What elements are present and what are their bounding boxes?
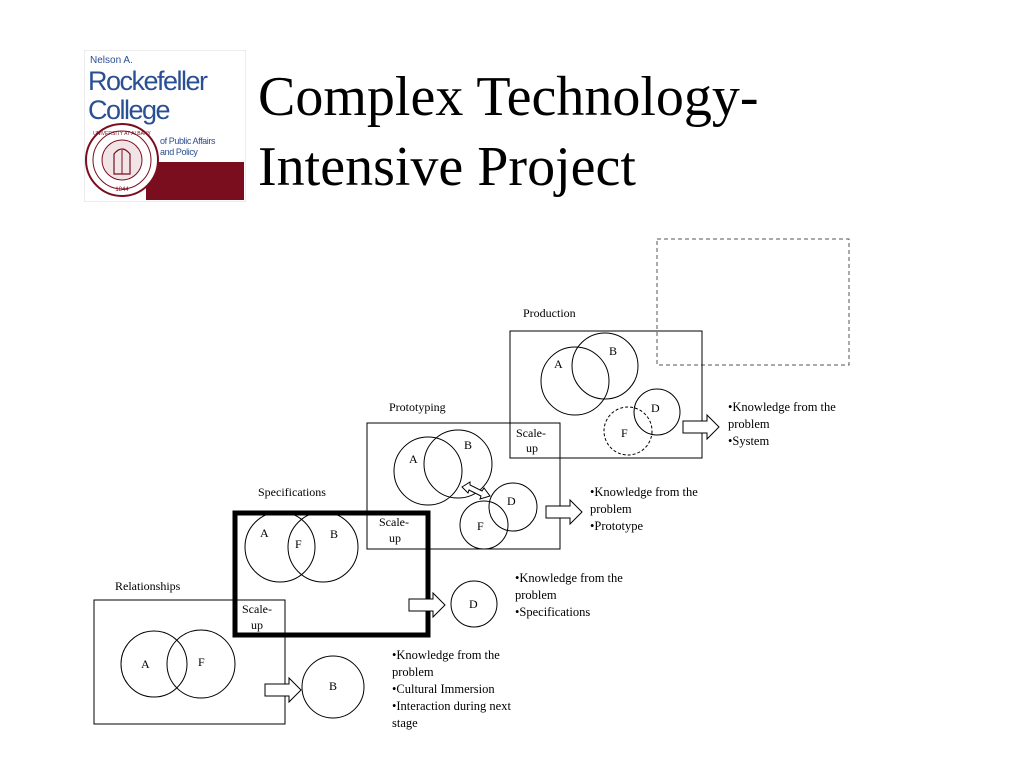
bullet-list-relationships: •Knowledge from the problem •Cultural Im…	[392, 648, 514, 730]
circle-b	[287, 511, 359, 583]
bullet-list-prototyping: •Knowledge from the problem •Prototype	[590, 485, 701, 533]
stage-box-production	[509, 330, 703, 459]
bullet-list-specifications: •Knowledge from the problem •Specificati…	[515, 571, 626, 619]
circle-d	[488, 482, 538, 532]
stage-label-prototyping: Prototyping	[389, 400, 446, 414]
circle-label-a: A	[554, 357, 563, 371]
future-stage-dashed-box	[656, 238, 850, 366]
circle-f-dashed	[603, 406, 653, 456]
circle-label-f: F	[198, 655, 205, 669]
circle-label-f: F	[295, 537, 302, 551]
logo-text-rockefeller: Rockefeller	[88, 66, 208, 96]
stage-relationships: Relationships A F B •Knowledge from the …	[93, 579, 514, 730]
seal-text: UNIVERSITY AT ALBANY	[93, 131, 151, 137]
scale-up-label-1: Scale-	[242, 602, 272, 616]
circle-label-b: B	[464, 438, 472, 452]
circle-label-d: D	[507, 494, 516, 508]
circle-label-d: D	[651, 401, 660, 415]
stage-label-relationships: Relationships	[115, 579, 181, 593]
stage-box-prototyping	[366, 422, 561, 550]
circle-f	[459, 500, 509, 550]
logo-text-policy: and Policy	[160, 147, 198, 157]
scale-up-label-1: Scale-	[516, 426, 546, 440]
seal-year: 1844	[115, 187, 129, 193]
output-circle-b	[301, 655, 365, 719]
scale-up-label-1: Scale-	[379, 515, 409, 529]
logo-text-public-affairs: of Public Affairs	[160, 136, 216, 146]
circle-label-a: A	[260, 526, 269, 540]
slide-title-line-1: Complex Technology-	[258, 66, 759, 128]
circle-f	[166, 629, 236, 699]
stage-label-specifications: Specifications	[258, 485, 326, 499]
circle-d	[633, 388, 681, 436]
scale-up-label-2: up	[526, 441, 538, 455]
circle-b	[571, 332, 639, 400]
university-seal-icon: UNIVERSITY AT ALBANY 1844	[85, 123, 159, 197]
circle-a	[120, 630, 188, 698]
circle-a	[393, 436, 463, 506]
slide-title-line-2: Intensive Project	[258, 136, 636, 198]
slide-title: Complex Technology- Intensive Project	[258, 62, 998, 202]
circle-a	[540, 346, 610, 416]
scale-up-label-2: up	[251, 618, 263, 632]
output-circle-label-d: D	[469, 597, 478, 611]
stage-specifications: Specifications A F B Scale- up D •Knowle…	[232, 485, 626, 638]
logo-text-college: College	[88, 95, 170, 125]
circle-b	[423, 429, 493, 499]
circle-label-a: A	[141, 657, 150, 671]
logo-text-nelson: Nelson A.	[90, 55, 133, 66]
stage-prototyping: Prototyping A B D F Scale- up •Knowledge…	[366, 400, 701, 550]
stage-output-arrow	[545, 499, 583, 525]
circle-label-a: A	[409, 452, 418, 466]
output-circle-label-b: B	[329, 679, 337, 693]
bullet-list-production: •Knowledge from the problem •System	[728, 400, 839, 448]
stage-box-relationships	[93, 599, 286, 725]
output-circle-d	[450, 580, 498, 628]
circle-a	[244, 511, 316, 583]
circle-label-f: F	[621, 426, 628, 440]
logo-maroon-band	[146, 162, 244, 200]
stage-output-arrow	[264, 677, 302, 703]
circle-label-f: F	[477, 519, 484, 533]
college-logo: Nelson A. Rockefeller College of Public …	[84, 50, 246, 202]
scale-up-label-2: up	[389, 531, 401, 545]
stage-label-production: Production	[523, 306, 576, 320]
circle-label-b: B	[330, 527, 338, 541]
stage-production: Production A B D F Scale- up •Knowledge …	[509, 306, 839, 459]
stage-output-arrow	[682, 414, 720, 440]
circle-label-b: B	[609, 344, 617, 358]
double-arrow-icon	[461, 481, 491, 500]
